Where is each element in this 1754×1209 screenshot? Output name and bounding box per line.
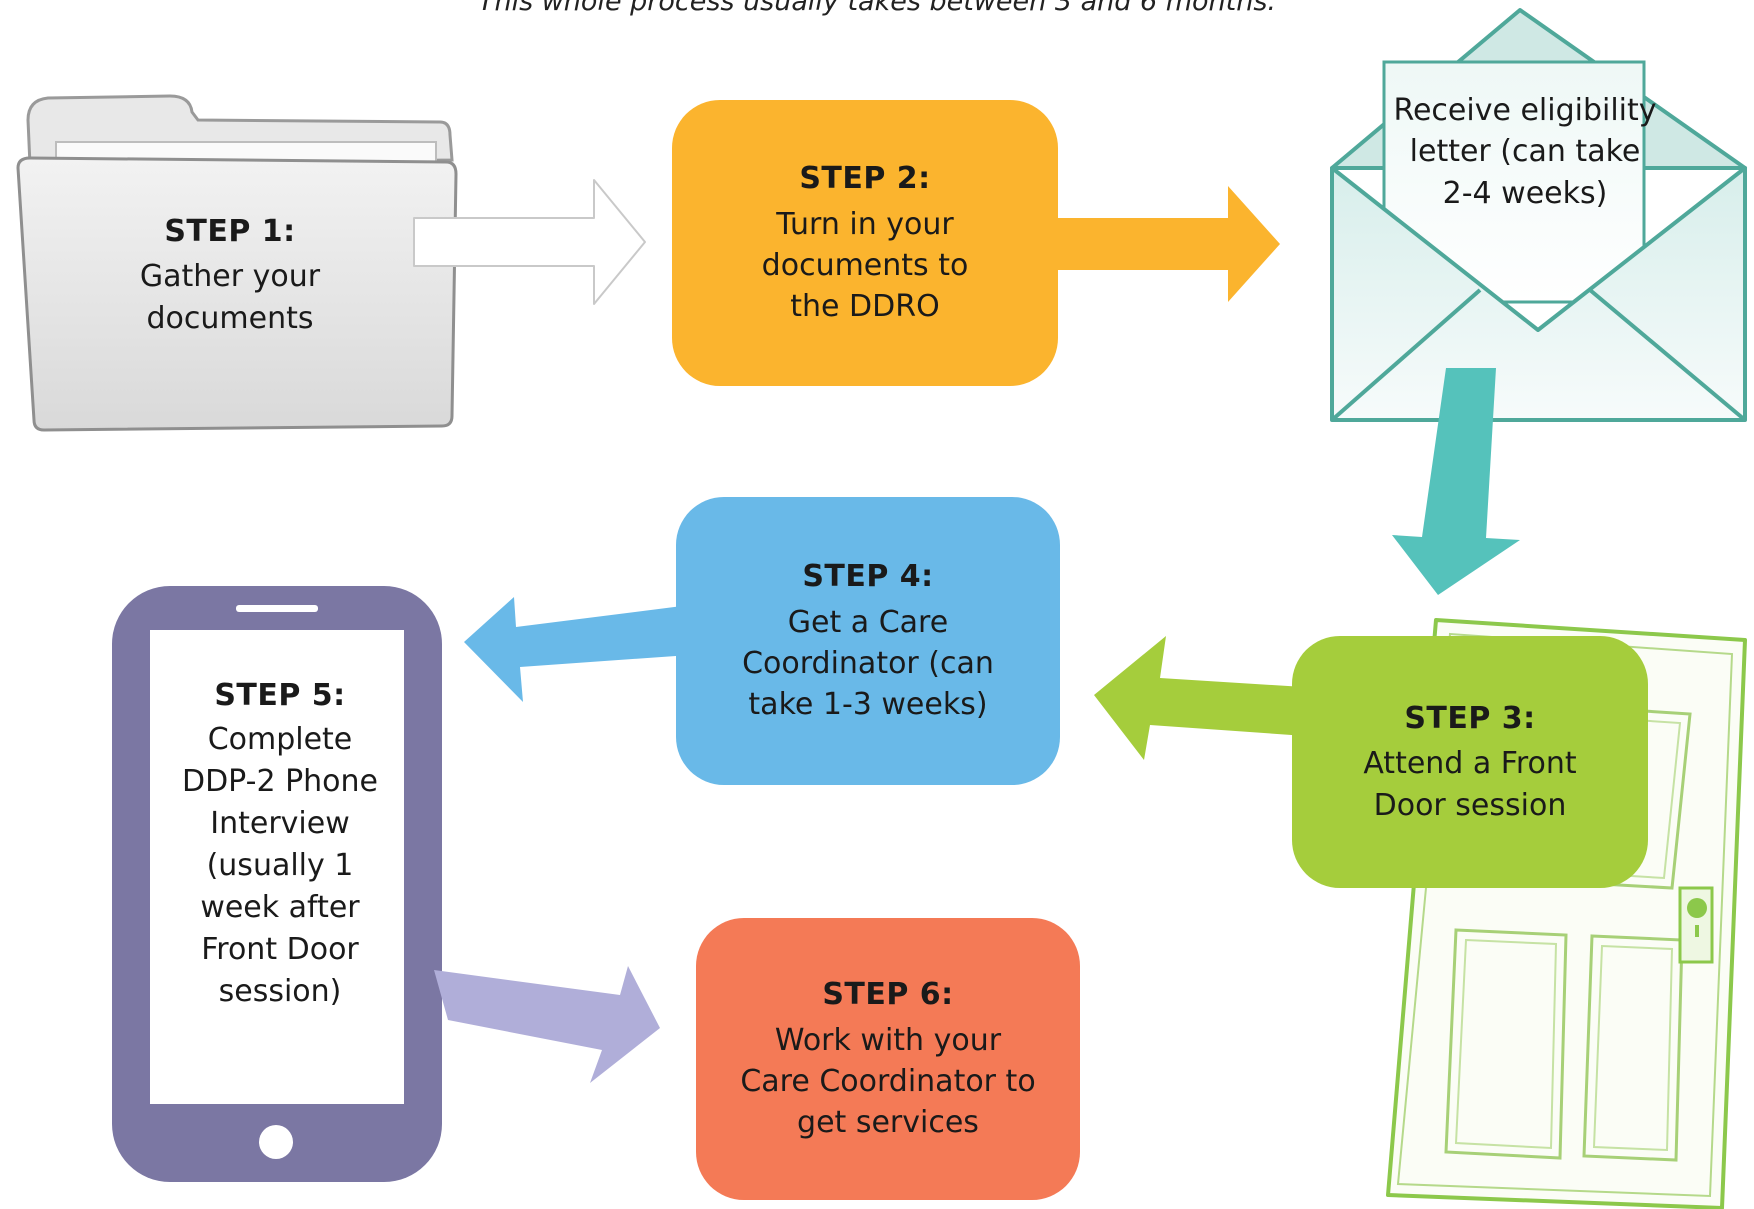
step-1-description: Gather your documents [139, 259, 321, 336]
step-5-description: Complete DDP-2 Phone Interview (usually … [181, 722, 378, 1009]
phone-icon [112, 586, 442, 1182]
step-3-front-door-session: STEP 3: Attend a Front Door session [1292, 636, 1648, 888]
arrow-step1-to-step2 [413, 179, 646, 305]
step-3-title: STEP 3: [1404, 700, 1536, 736]
step-1-gather-documents: STEP 1: Gather your documents [120, 195, 340, 355]
step-6-description: Work with your Care Coordinator to get s… [740, 1022, 1036, 1141]
folder-icon [16, 94, 458, 432]
step-4-description: Get a Care Coordinator (can take 1-3 wee… [742, 604, 994, 723]
step-5-phone-interview: STEP 5: Complete DDP-2 Phone Interview (… [160, 675, 400, 1075]
step-1-title: STEP 1: [164, 213, 296, 249]
eligibility-letter-description: Receive eligibility letter (can take 2-4… [1393, 93, 1657, 211]
step-2-turn-in-documents: STEP 2: Turn in your documents to the DD… [672, 100, 1058, 386]
step-3-description: Attend a Front Door session [1363, 746, 1577, 823]
process-duration-caption: This whole process usually takes between… [477, 0, 1277, 17]
arrow-step2-to-envelope [1048, 186, 1280, 302]
step-6-title: STEP 6: [822, 977, 954, 1013]
arrow-step4-to-step5 [464, 597, 690, 702]
step-5-title: STEP 5: [214, 678, 346, 713]
step-4-get-care-coordinator: STEP 4: Get a Care Coordinator (can take… [676, 497, 1060, 785]
eligibility-letter-step: Receive eligibility letter (can take 2-4… [1370, 90, 1680, 240]
step-2-title: STEP 2: [799, 161, 931, 197]
step-6-get-services: STEP 6: Work with your Care Coordinator … [696, 918, 1080, 1200]
step-4-title: STEP 4: [802, 559, 934, 595]
arrow-step3-to-step4 [1094, 636, 1320, 760]
arrow-step5-to-step6 [434, 966, 660, 1083]
step-2-description: Turn in your documents to the DDRO [761, 206, 969, 325]
envelope-icon [1330, 8, 1747, 422]
arrow-envelope-to-step3 [1392, 368, 1520, 595]
